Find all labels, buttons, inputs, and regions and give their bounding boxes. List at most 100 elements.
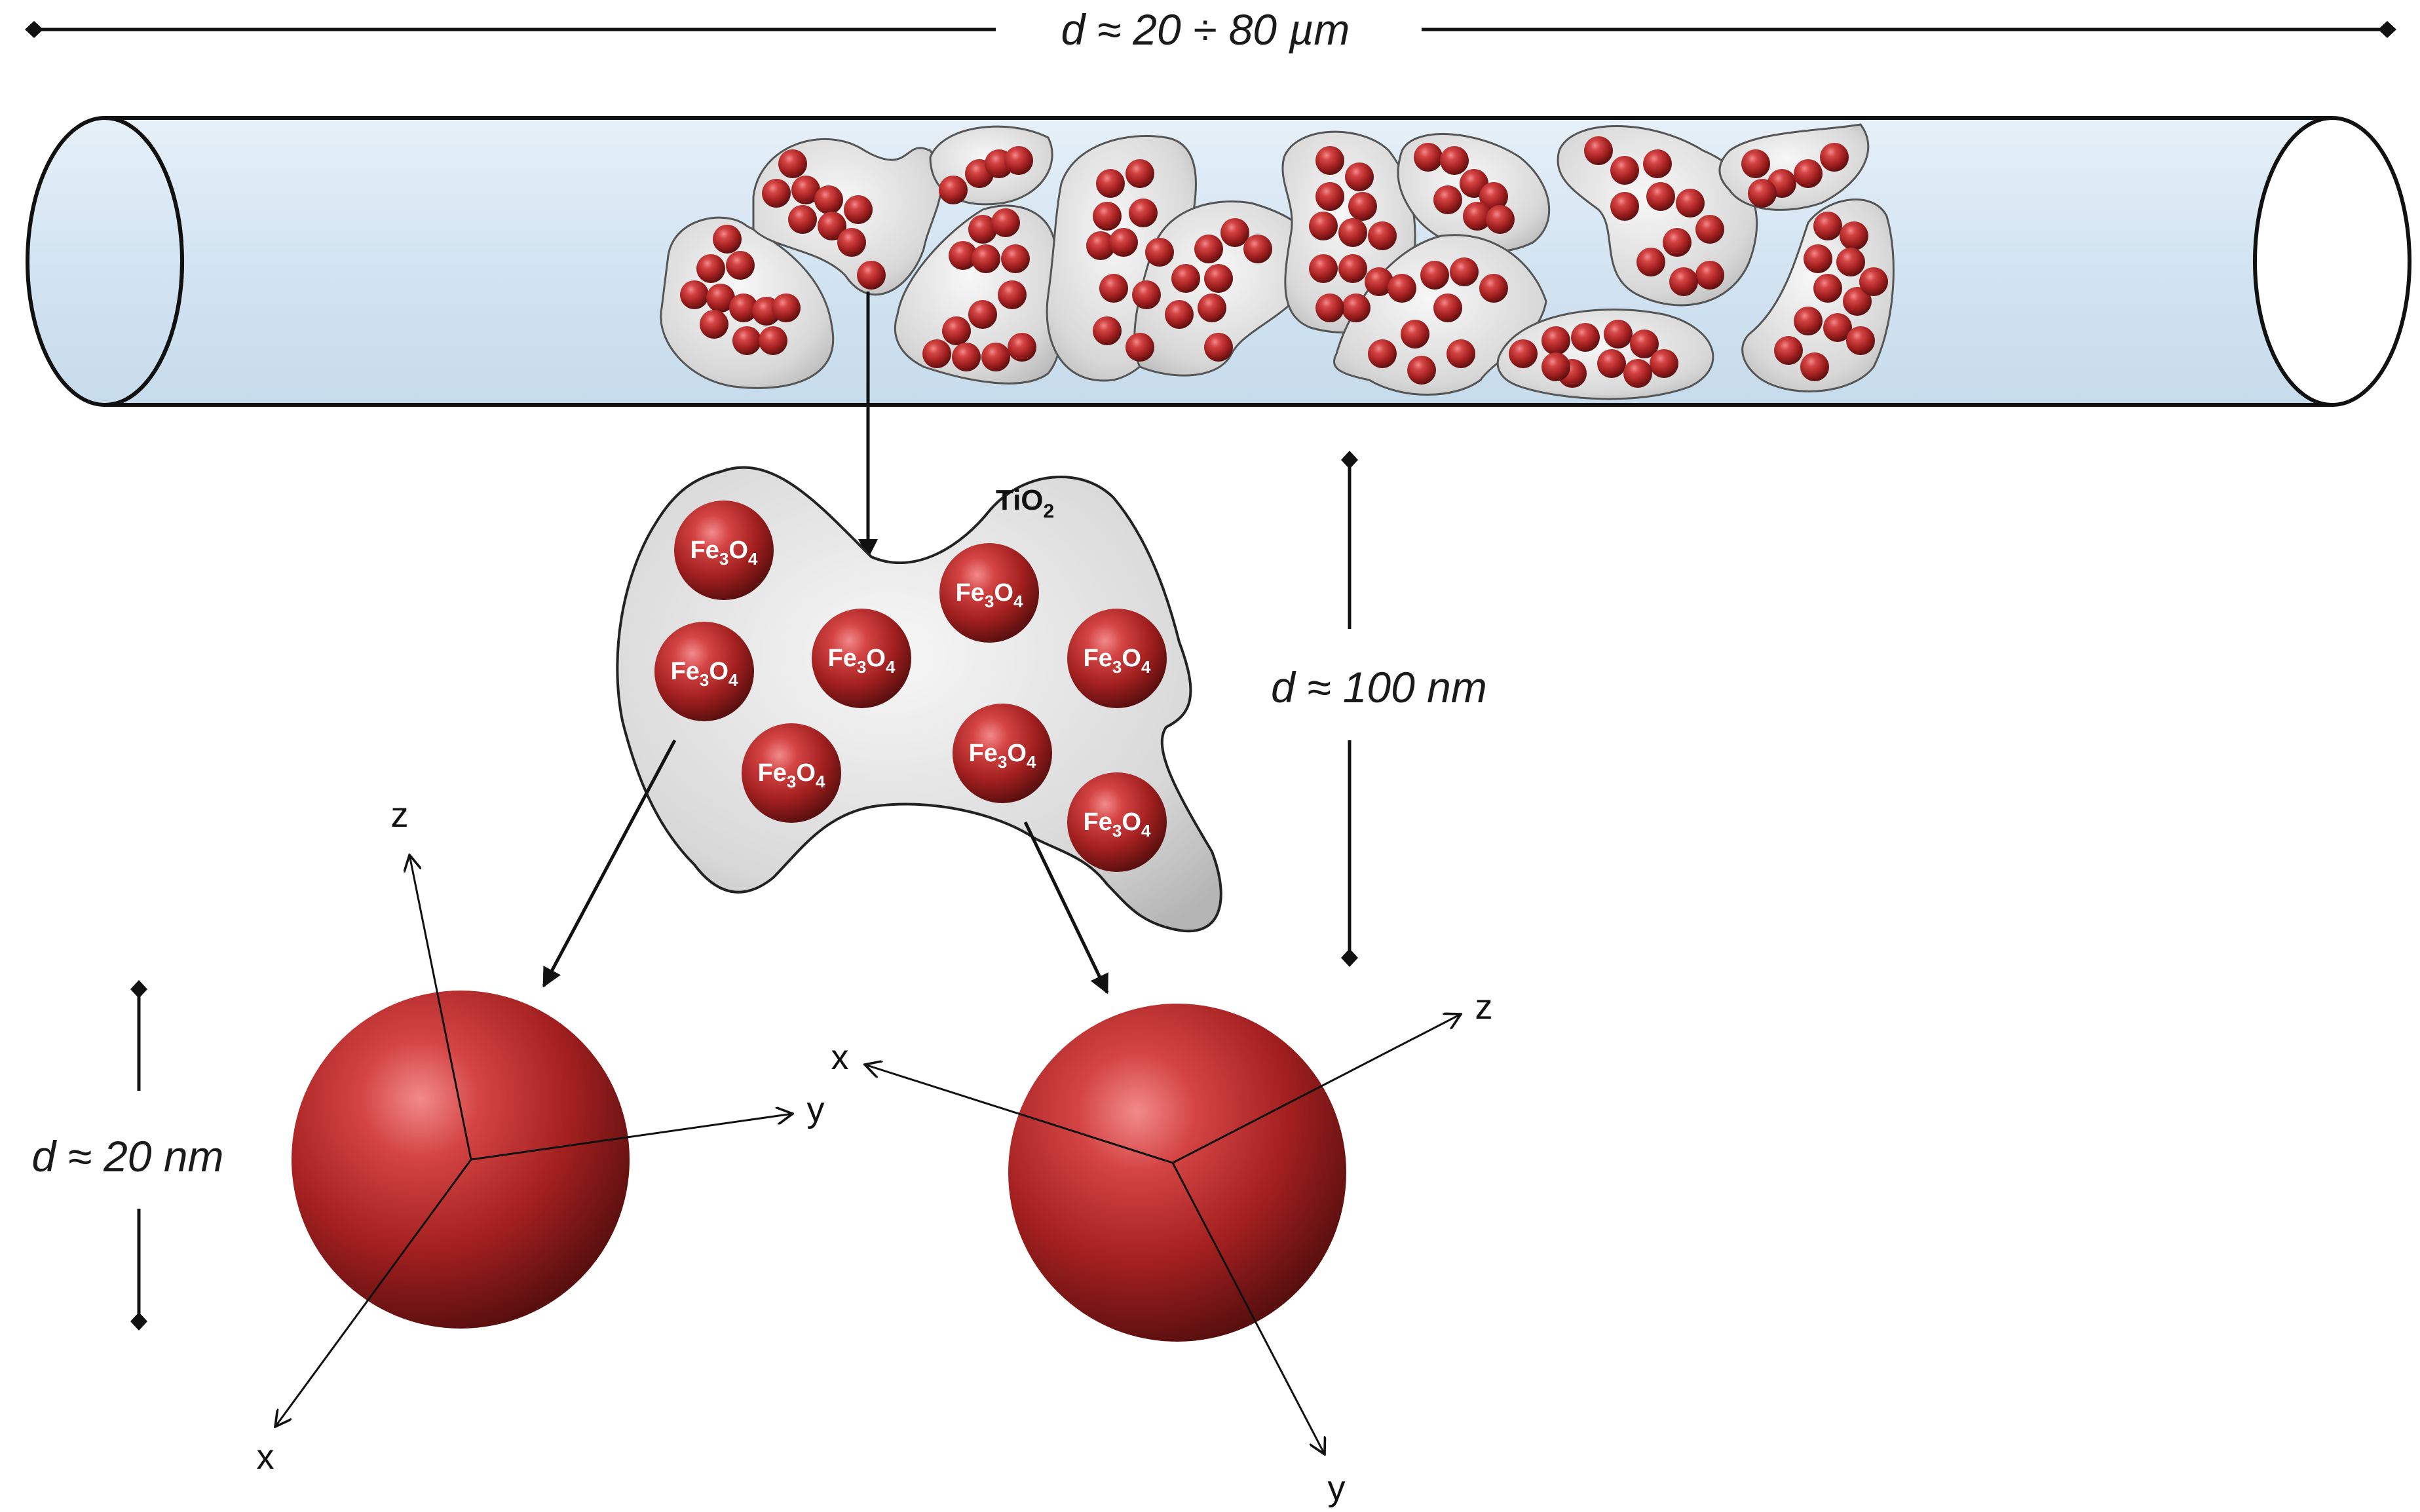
small-particle [1315,182,1344,211]
small-particle [1836,248,1865,276]
small-particle [791,176,820,204]
small-particle [814,185,843,214]
small-particle [1479,182,1508,211]
small-particle [1096,169,1125,198]
small-particle [1813,212,1842,240]
particle-dimension-line: d ≈ 20 nm [31,980,224,1331]
small-particle [968,215,997,244]
fe3o4-sphere [953,704,1052,803]
small-particle [1388,274,1416,303]
small-particle [1008,333,1036,362]
small-particle [1463,202,1492,231]
small-particle [1695,261,1724,290]
small-particle [772,293,801,322]
fe3o4-sphere [742,723,841,823]
small-particle [1433,185,1462,214]
small-particle [949,241,977,270]
fe3o4-label: Fe3O4 [671,658,738,690]
fe3o4-particle: Fe3O4 [939,543,1039,643]
fe3o4-sphere [939,543,1039,643]
small-particle [1630,330,1659,358]
right-axis-z-label: z [1475,987,1493,1027]
small-particle [1204,264,1233,293]
fe3o4-label: Fe3O4 [956,579,1023,611]
small-particle [1433,293,1462,322]
small-particle [1823,313,1852,342]
small-particle [1368,221,1397,250]
small-particle [1804,244,1832,273]
fe3o4-sphere [674,501,774,600]
small-particle [726,251,755,280]
small-particle [706,284,735,312]
small-particle [1610,156,1639,185]
small-particle [732,326,761,355]
small-particle [1695,215,1724,244]
small-particle [844,195,873,224]
small-particle [1813,274,1842,303]
cluster-dimension-label: d ≈ 100 nm [1271,663,1487,711]
small-particle [1093,316,1122,345]
small-particle [1794,307,1823,335]
small-particle [1194,235,1223,263]
small-particle [1171,264,1200,293]
small-particle [968,300,997,329]
fe3o4-particle: Fe3O4 [742,723,841,823]
right-particle: x z y [831,987,1493,1508]
small-particle [1846,326,1875,355]
small-particle [1204,333,1233,362]
small-particle [729,293,758,322]
small-particle [1243,235,1272,263]
small-particle [1446,339,1475,368]
left-sphere [292,991,630,1329]
fe3o4-particle: Fe3O4 [654,622,754,721]
small-particle [1001,244,1030,273]
fe3o4-label: Fe3O4 [1084,808,1151,841]
right-axis-x-label: x [831,1038,849,1077]
fe3o4-label: Fe3O4 [690,537,758,569]
small-particle [700,310,728,339]
small-particle [1774,336,1803,365]
small-particle [1643,149,1672,178]
fe3o4-sphere [812,609,911,708]
small-particle [818,212,846,240]
tio2-label: TiO2 [996,484,1054,522]
small-particle [1859,267,1888,296]
zoom-arrow-right [1023,821,1109,994]
left-particle: z y x [257,795,825,1477]
small-particle [1623,359,1652,388]
small-particle [1368,339,1397,368]
cluster-blob [1557,125,1758,307]
tube-dimension-line: d ≈ 20 ÷ 80 µm [25,5,2396,54]
small-particle [1820,143,1849,172]
small-particle [1093,202,1122,231]
right-axis-y-label: y [1328,1469,1346,1508]
fe3o4-label: Fe3O4 [1084,645,1151,677]
small-particle [1125,333,1154,362]
small-particle [1676,189,1705,217]
small-particle [1345,162,1374,191]
small-particle [696,254,725,283]
small-particle [1309,254,1338,283]
fe3o4-particle: Fe3O4 [812,609,911,708]
fe3o4-label: Fe3O4 [758,759,825,791]
small-particle [778,149,807,178]
small-particle [1440,146,1469,175]
small-particle [991,208,1020,237]
small-particle [1597,349,1626,378]
fe3o4-particle: Fe3O4 [1067,772,1167,872]
small-particle [1800,352,1829,381]
small-particle [972,244,1000,273]
tube-particles [680,136,1888,388]
small-particle [1794,159,1823,188]
small-particle [1450,257,1479,286]
small-particle [1541,326,1570,355]
small-particle [857,261,886,290]
small-particle [1004,146,1033,175]
small-particle [1636,248,1665,276]
small-particle [1541,352,1570,381]
small-particle [1571,323,1600,352]
left-axis-z-label: z [391,795,409,835]
small-particle [1338,218,1367,247]
